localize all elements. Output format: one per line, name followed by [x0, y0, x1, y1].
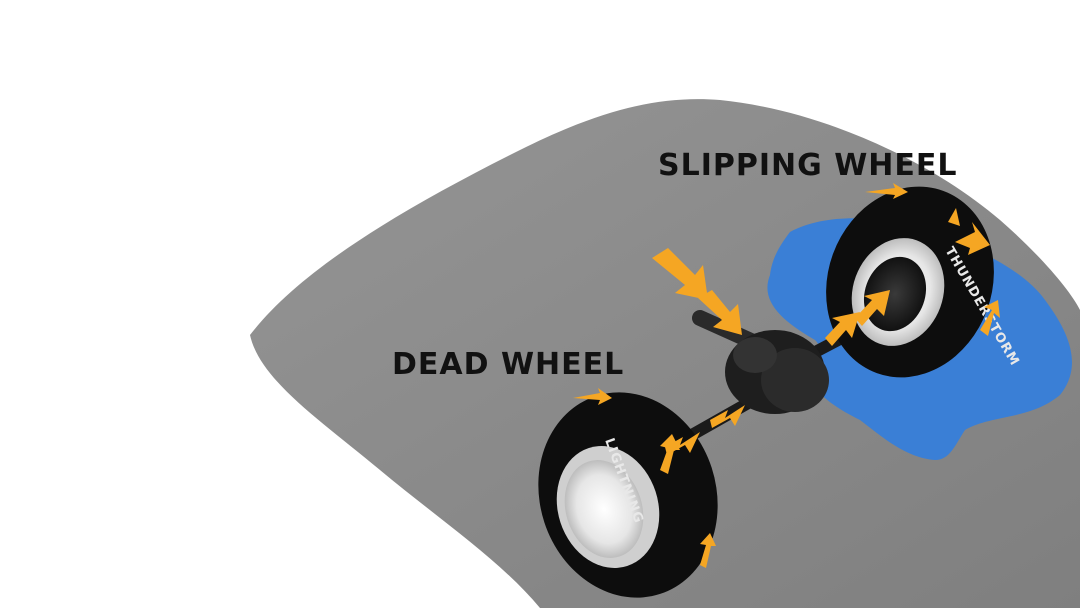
slipping-wheel: THUNDERSTORM [826, 186, 1022, 378]
arrow-icon [825, 312, 860, 346]
arrow-icon [855, 290, 890, 326]
arrow-icon [955, 222, 990, 255]
dead-wheel-label: DEAD WHEEL [392, 347, 625, 382]
differential [725, 330, 829, 414]
slipping-wheel-label: SLIPPING WHEEL [658, 148, 958, 183]
arrow-icon [865, 183, 908, 199]
arrow-icon [700, 533, 716, 568]
arrow-icon [573, 183, 1000, 568]
arrow-icon [573, 388, 612, 405]
arrow-icon [698, 290, 742, 335]
arrow-icon [652, 248, 708, 300]
arrow-icon [980, 300, 1000, 336]
arrow-icon [948, 208, 960, 226]
arrow-icon [710, 405, 745, 428]
arrow-icon [660, 434, 680, 474]
